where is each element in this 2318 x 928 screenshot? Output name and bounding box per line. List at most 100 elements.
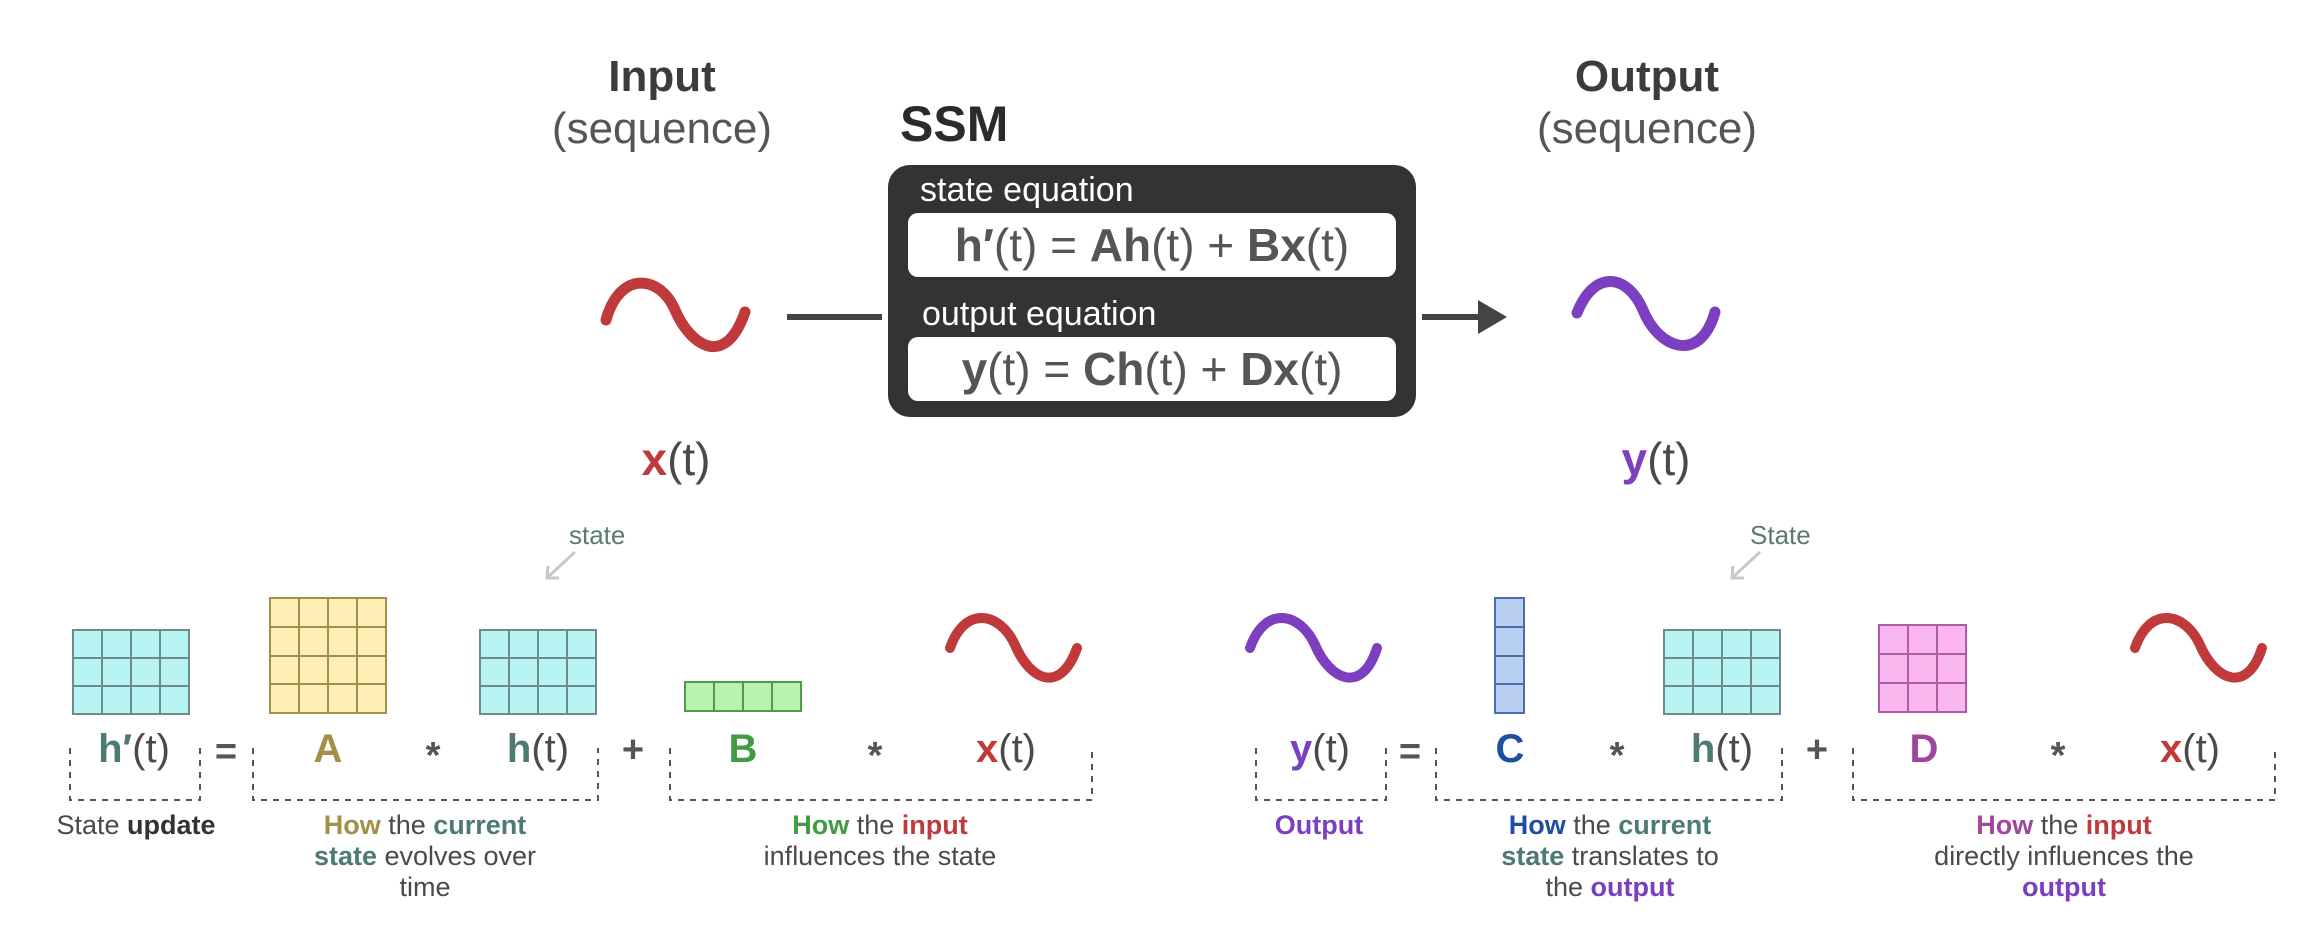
x-left-arg: (t)	[998, 727, 1037, 771]
input-var: x	[641, 433, 668, 485]
output-eq-term1: Ch	[1083, 343, 1145, 395]
annotation-state-update: State update	[56, 810, 215, 841]
state-hint-right: State	[1750, 520, 1811, 550]
term-x-right: x(t)	[2160, 727, 2220, 772]
ann-A-state: state	[313, 841, 377, 871]
ann-A-time: time	[399, 872, 451, 902]
state-eq-term1-arg: (t)	[1151, 219, 1195, 271]
bracket-A-term	[252, 748, 599, 801]
h-matrix-right	[1663, 629, 1781, 715]
state-equation-label: state equation	[920, 171, 1134, 209]
h-matrix-left	[479, 629, 597, 715]
annotation-C-term: How the current state translates to the …	[1480, 810, 1740, 903]
output-arg: (t)	[1647, 433, 1691, 485]
left-star-1: *	[425, 735, 441, 777]
output-title: Output	[1574, 52, 1720, 101]
h-right-symbol: h	[1690, 727, 1716, 771]
term-B: B	[728, 727, 758, 771]
ann-D-input: input	[2085, 810, 2152, 840]
y-arg: (t)	[1312, 727, 1351, 771]
state-eq-lhs-arg: (t)	[993, 219, 1038, 271]
right-star-1: *	[1609, 735, 1625, 777]
D-matrix	[1878, 624, 1967, 713]
output-arrow-head	[1478, 300, 1507, 334]
ann-D-output: output	[2022, 872, 2106, 902]
C-matrix	[1494, 597, 1525, 714]
bracket-B-term	[669, 748, 1093, 801]
annotation-B-term: How the input influences the state	[730, 810, 1030, 872]
annotation-output: Output	[1275, 810, 1363, 841]
left-equals: =	[214, 731, 238, 773]
y-wave-right-icon	[1245, 613, 1382, 683]
term-y: y(t)	[1290, 727, 1350, 772]
input-subtitle: (sequence)	[551, 104, 773, 153]
ann-output-text: Output	[1274, 810, 1364, 840]
x-right-arg: (t)	[2182, 727, 2221, 771]
h-left-arg: (t)	[531, 727, 570, 771]
ann-C-the2: the	[1545, 872, 1591, 902]
right-star-2: *	[2050, 735, 2066, 777]
h-prime-matrix	[72, 629, 190, 715]
state-hint-arrowhead-left	[545, 565, 559, 580]
x-right-symbol: x	[2159, 727, 2183, 771]
input-arg: (t)	[667, 433, 711, 485]
ann-B-influences: influences the state	[763, 841, 997, 871]
term-h-left: h(t)	[507, 727, 569, 772]
annotation-D-term: How the input directly influences the ou…	[1904, 810, 2224, 903]
x-left-symbol: x	[975, 727, 999, 771]
output-eq-equals: =	[1030, 343, 1084, 395]
state-eq-plus: +	[1194, 219, 1247, 271]
state-eq-term1: Ah	[1089, 219, 1152, 271]
state-hint-arrow-right	[1731, 550, 1762, 579]
state-eq-term2: Bx	[1246, 219, 1306, 271]
state-eq-equals: =	[1037, 219, 1090, 271]
state-hint-left: state	[569, 520, 626, 550]
state-hint-arrow-left	[546, 550, 577, 579]
output-wave-icon	[1571, 276, 1721, 351]
state-equation: h′(t) = Ah(t) + Bx(t)	[908, 213, 1396, 277]
ann-C-current: current	[1618, 810, 1712, 840]
ann-C-the: the	[1565, 810, 1619, 840]
ann-D-the: the	[2033, 810, 2086, 840]
ann-update-text: update	[127, 810, 216, 840]
term-x-left: x(t)	[976, 727, 1036, 772]
B-matrix	[684, 681, 802, 712]
ann-A-evolves: evolves over	[376, 841, 537, 871]
input-wave-icon	[600, 277, 751, 353]
left-star-2: *	[867, 735, 883, 777]
output-eq-term2-arg: (t)	[1299, 343, 1343, 395]
term-D: D	[1909, 727, 1939, 771]
output-eq-lhs-arg: (t)	[987, 343, 1031, 395]
ann-C-translates: translates to	[1564, 841, 1719, 871]
ann-C-output: output	[1590, 872, 1675, 902]
ann-B-how: How	[792, 810, 850, 840]
ann-C-how: How	[1508, 810, 1566, 840]
h-left-symbol: h	[506, 727, 532, 771]
output-equation: y(t) = Ch(t) + Dx(t)	[908, 337, 1396, 401]
h-right-arg: (t)	[1715, 727, 1754, 771]
input-signal-label: x(t)	[641, 432, 710, 486]
ann-A-current: current	[433, 810, 527, 840]
output-eq-lhs: y	[961, 343, 988, 395]
y-symbol: y	[1289, 727, 1313, 771]
right-equals: =	[1398, 731, 1422, 773]
right-plus: +	[1805, 729, 1829, 771]
left-plus: +	[621, 729, 645, 771]
output-equation-label: output equation	[922, 295, 1157, 333]
h-prime-symbol: h′	[98, 727, 133, 771]
term-A: A	[313, 727, 343, 771]
term-h-prime: h′(t)	[98, 727, 170, 772]
output-var: y	[1621, 433, 1648, 485]
h-prime-arg: (t)	[132, 727, 170, 771]
output-eq-term2: Dx	[1240, 343, 1300, 395]
ann-A-how: How	[323, 810, 381, 840]
ann-A-the: the	[380, 810, 434, 840]
ssm-title: SSM	[900, 96, 1009, 152]
bracket-C-term	[1435, 748, 1783, 801]
output-subtitle: (sequence)	[1536, 104, 1758, 153]
ann-B-input: input	[901, 810, 968, 840]
output-signal-label: y(t)	[1621, 432, 1690, 486]
term-C: C	[1495, 727, 1525, 771]
bracket-D-term	[1852, 748, 2276, 801]
